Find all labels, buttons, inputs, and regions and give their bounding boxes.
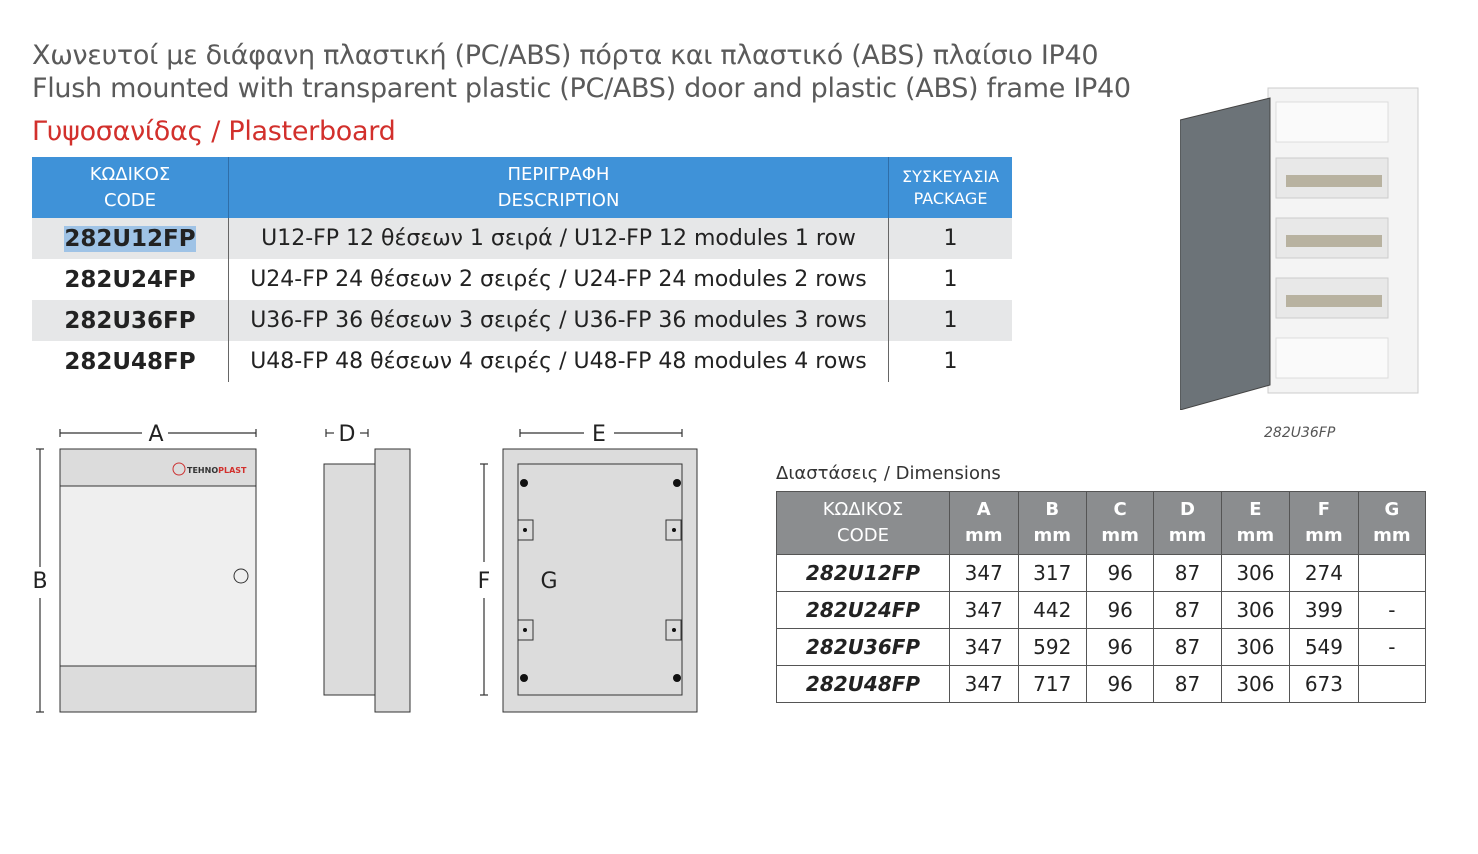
dims-value: 96 bbox=[1085, 591, 1155, 629]
product-package: 1 bbox=[943, 267, 958, 292]
dims-value: 317 bbox=[1017, 554, 1087, 592]
dims-value: 306 bbox=[1220, 665, 1291, 703]
product-package: 1 bbox=[888, 218, 1012, 259]
product-description: U36-FP 36 θέσεων 3 σειρές / U36-FP 36 mo… bbox=[228, 300, 889, 341]
label-a: A bbox=[148, 422, 163, 447]
dims-value bbox=[1357, 665, 1427, 703]
photo-caption: 282U36FP bbox=[1264, 425, 1336, 441]
dims-code: 282U48FP bbox=[776, 665, 950, 703]
product-code: 282U12FP bbox=[32, 218, 229, 259]
dims-value: 673 bbox=[1289, 665, 1359, 703]
dims-code: 282U24FP bbox=[776, 591, 950, 629]
dims-value: 347 bbox=[949, 628, 1019, 666]
label-f: F bbox=[478, 569, 491, 594]
label-g: G bbox=[540, 569, 557, 594]
dims-value: 274 bbox=[1289, 554, 1359, 592]
dims-value: 717 bbox=[1017, 665, 1087, 703]
dims-value: 549 bbox=[1289, 628, 1359, 666]
dims-value: - bbox=[1357, 628, 1427, 666]
dims-value: 399 bbox=[1289, 591, 1359, 629]
dims-value: 96 bbox=[1085, 665, 1155, 703]
product-code: 282U48FP bbox=[32, 341, 229, 382]
product-code: 282U24FP bbox=[32, 259, 229, 300]
product-description: U24-FP 24 θέσεων 2 σειρές / U24-FP 24 mo… bbox=[228, 259, 889, 300]
dims-value: 306 bbox=[1220, 591, 1291, 629]
dims-code: 282U12FP bbox=[776, 554, 950, 592]
dims-value: 87 bbox=[1153, 591, 1222, 629]
product-description: U48-FP 48 θέσεων 4 σειρές / U48-FP 48 mo… bbox=[228, 341, 889, 382]
dimension-drawings: TEHNOPLAST A B D E F G bbox=[30, 420, 710, 720]
product-package: 1 bbox=[888, 300, 1012, 341]
dims-value bbox=[1357, 554, 1427, 592]
dims-value: 347 bbox=[949, 665, 1019, 703]
dims-value: 347 bbox=[949, 591, 1019, 629]
product-code: 282U36FP bbox=[32, 300, 229, 341]
product-photo bbox=[1179, 80, 1420, 411]
label-e: E bbox=[592, 422, 606, 447]
label-d: D bbox=[339, 422, 356, 447]
brand-logo: TEHNOPLAST bbox=[187, 466, 247, 475]
dims-code: 282U36FP bbox=[776, 628, 950, 666]
dims-value: 347 bbox=[949, 554, 1019, 592]
dims-value: 306 bbox=[1220, 554, 1291, 592]
dims-value: 87 bbox=[1153, 554, 1222, 592]
title-greek: Χωνευτοί με διάφανη πλαστική (PC/ABS) πό… bbox=[32, 40, 1099, 71]
dims-value: 306 bbox=[1220, 628, 1291, 666]
dims-value: 442 bbox=[1017, 591, 1087, 629]
dims-value: 87 bbox=[1153, 628, 1222, 666]
subtitle: Γυψοσανίδας / Plasterboard bbox=[32, 116, 396, 147]
product-description: U12-FP 12 θέσεων 1 σειρά / U12-FP 12 mod… bbox=[228, 218, 889, 259]
dims-value: 96 bbox=[1085, 554, 1155, 592]
dims-value: 96 bbox=[1085, 628, 1155, 666]
dims-value: 87 bbox=[1153, 665, 1222, 703]
dims-value: 592 bbox=[1017, 628, 1087, 666]
dims-value: - bbox=[1357, 591, 1427, 629]
dimensions-title: Διαστάσεις / Dimensions bbox=[776, 463, 1001, 484]
title-english: Flush mounted with transparent plastic (… bbox=[32, 73, 1131, 104]
label-b: B bbox=[32, 569, 47, 594]
product-package: 1 bbox=[943, 349, 958, 374]
